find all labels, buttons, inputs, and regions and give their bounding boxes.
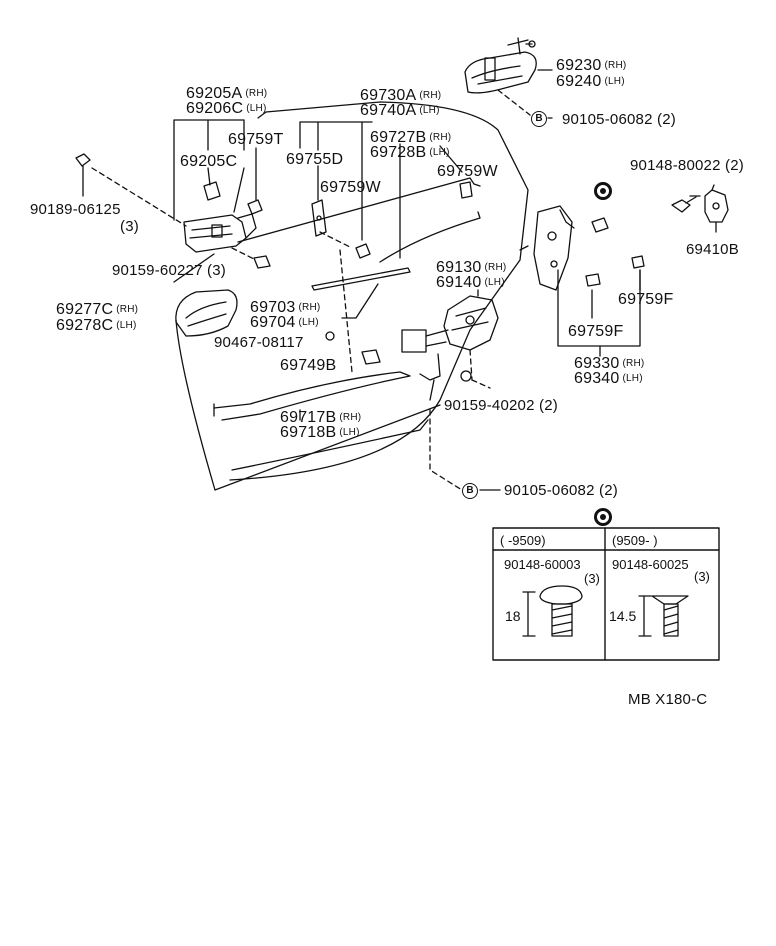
bolt-badge-bottom: B [462,483,478,499]
label-69205a: 69205A(RH) [186,85,268,102]
label-69718b: 69718B(LH) [280,424,360,441]
table-dim-col1: 18 [505,608,521,624]
table-part-col1: 90148-60003 [504,557,581,572]
dash-handle-bolt [497,89,531,116]
label-69730a: 69730A(RH) [360,87,442,104]
label-90159-40202: 90159-40202 (2) [444,397,558,414]
seal-mark-icon [594,182,612,200]
clip-90467-icon [325,331,335,341]
label-69759w-mid: 69759W [320,179,381,196]
screw-18-icon [522,585,583,637]
rod-bottom [231,419,429,471]
outside-handle-icon [464,37,537,94]
label-69230: 69230(RH) [556,57,627,74]
table-header-col1: ( -9509) [500,533,546,548]
clip-69749b-icon [361,349,381,365]
label-69727b: 69727B(RH) [370,129,452,146]
clip-69759t-icon [247,199,263,215]
label-69240: 69240(LH) [556,73,625,90]
label-69278c: 69278C(LH) [56,317,137,334]
table-dim-col2: 14.5 [609,608,637,624]
screw-lock-icon [591,217,609,233]
screw-right-icon [671,196,697,213]
seal-mark-table-icon [594,508,612,526]
screw-mid-icon [253,255,271,269]
table-header-col2: (9509- ) [612,533,658,548]
label-69759t: 69759T [228,131,284,148]
label-90467-08117: 90467-08117 [214,334,304,351]
clip-69759w-right-icon [459,181,473,199]
clip-69759f-mid-icon [585,273,601,287]
label-69205c: 69205C [180,153,238,170]
label-90105-bottom: 90105-06082 (2) [504,482,618,499]
rod-69717b [213,371,411,421]
diagram-code: MB X180-C [628,691,708,708]
label-69740a: 69740A(LH) [360,102,440,119]
label-69330: 69330(RH) [574,355,645,372]
striker-icon [704,184,729,223]
screw-lower-icon [460,370,472,382]
label-90105-top: 90105-06082 (2) [562,111,676,128]
label-69759f-right: 69759F [618,291,674,308]
label-69340: 69340(LH) [574,370,643,387]
label-69206c: 69206C(LH) [186,100,267,117]
clip-69759w-mid-icon [355,243,371,259]
rod-69730a [237,177,481,243]
bezel-icon [175,289,238,337]
table-qty-col2: (3) [694,569,710,584]
label-69277c: 69277C(RH) [56,301,139,318]
table-qty-col1: (3) [584,571,600,586]
label-90159-60227: 90159-60227 (3) [112,262,226,279]
label-69749b: 69749B [280,357,337,374]
door-panel-lower [175,319,441,491]
label-69759w-right: 69759W [437,163,498,180]
screw-left-icon [75,153,91,167]
rod-69703 [311,267,411,291]
rod-69727b [379,211,481,263]
label-69140: 69140(LH) [436,274,505,291]
label-69704: 69704(LH) [250,314,319,331]
clip-69205c-icon [203,181,221,201]
label-69755d: 69755D [286,151,344,168]
fastener-table [492,527,720,661]
table-part-col2: 90148-60025 [612,557,689,572]
label-69703: 69703(RH) [250,299,321,316]
label-69130: 69130(RH) [436,259,507,276]
leader-inside-handle [173,119,245,221]
label-90148-80022: 90148-80022 (2) [630,157,744,174]
label-90189-06125: 90189-06125 [30,201,121,218]
inside-handle-icon [183,213,257,253]
label-69410b: 69410B [686,241,739,258]
screw-14-icon [638,595,689,637]
bolt-badge-top: B [531,111,547,127]
clip-69759f-right-icon [631,255,645,269]
label-69759f-mid: 69759F [568,323,624,340]
clip-69755d-icon [311,199,327,237]
label-69728b: 69728B(LH) [370,144,450,161]
door-panel-outline [229,101,529,481]
label-69717b: 69717B(RH) [280,409,362,426]
door-lock-icon [533,205,575,291]
lock-assembly-icon [401,295,499,381]
label-90189-qty: (3) [120,218,139,235]
dash-screw-left [91,167,187,227]
